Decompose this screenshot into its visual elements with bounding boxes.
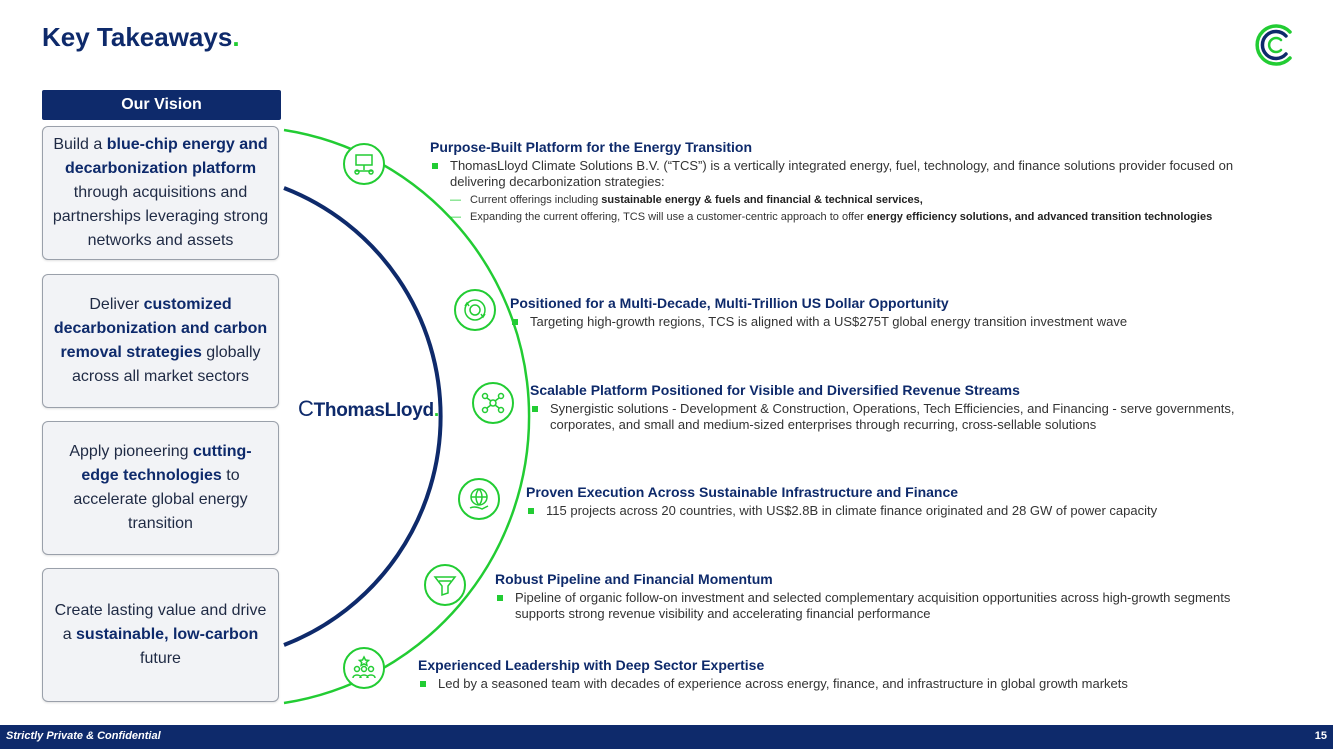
section-title: Experienced Leadership with Deep Sector … [418,657,765,673]
confidential-label: Strictly Private & Confidential [6,730,161,742]
section-bullet: Led by a seasoned team with decades of e… [418,676,1258,692]
section-multi-decade: Positioned for a Multi-Decade, Multi-Tri… [510,295,1310,330]
section-title: Positioned for a Multi-Decade, Multi-Tri… [510,295,949,311]
section-experienced-leadership: Experienced Leadership with Deep Sector … [418,657,1258,692]
section-title: Scalable Platform Positioned for Visible… [530,382,1020,398]
page-number: 15 [1314,730,1327,742]
section-bullet: Pipeline of organic follow-on investment… [495,590,1235,622]
company-logo-icon [1255,24,1292,66]
thomaslloyd-brand: CThomasLloyd. [298,396,439,421]
section-proven-execution: Proven Execution Across Sustainable Infr… [526,484,1286,519]
funnel-icon [424,564,466,606]
platform-icon [343,143,385,185]
leadership-team-icon [343,647,385,689]
vision-box-strategies: Deliver customized decarbonization and c… [42,274,279,408]
section-title: Proven Execution Across Sustainable Infr… [526,484,959,500]
vision-box-technologies: Apply pioneering cutting-edge technologi… [42,421,279,555]
vision-box-value: Create lasting value and drive a sustain… [42,568,279,702]
page-title: Key Takeaways. [42,22,240,52]
section-robust-pipeline: Robust Pipeline and Financial Momentum P… [495,571,1235,622]
section-subbullet: —Current offerings including sustainable… [450,194,923,206]
section-title: Robust Pipeline and Financial Momentum [495,571,773,587]
section-purpose-built: Purpose-Built Platform for the Energy Tr… [430,139,1290,224]
section-bullet: 115 projects across 20 countries, with U… [526,503,1286,519]
footer-bar: Strictly Private & Confidential 15 [0,725,1333,749]
section-bullet: Synergistic solutions - Development & Co… [530,401,1250,433]
section-title: Purpose-Built Platform for the Energy Tr… [430,139,753,155]
section-bullet: Targeting high-growth regions, TCS is al… [510,314,1310,330]
network-icon [472,382,514,424]
section-scalable-platform: Scalable Platform Positioned for Visible… [530,382,1250,433]
vision-box-platform: Build a blue-chip energy and decarboniza… [42,126,279,260]
vision-heading: Our Vision [42,90,281,120]
money-cycle-icon [454,289,496,331]
globe-hand-icon [458,478,500,520]
section-subbullet: —Expanding the current offering, TCS wil… [450,211,1213,223]
section-bullet: ThomasLloyd Climate Solutions B.V. (“TCS… [430,158,1290,190]
